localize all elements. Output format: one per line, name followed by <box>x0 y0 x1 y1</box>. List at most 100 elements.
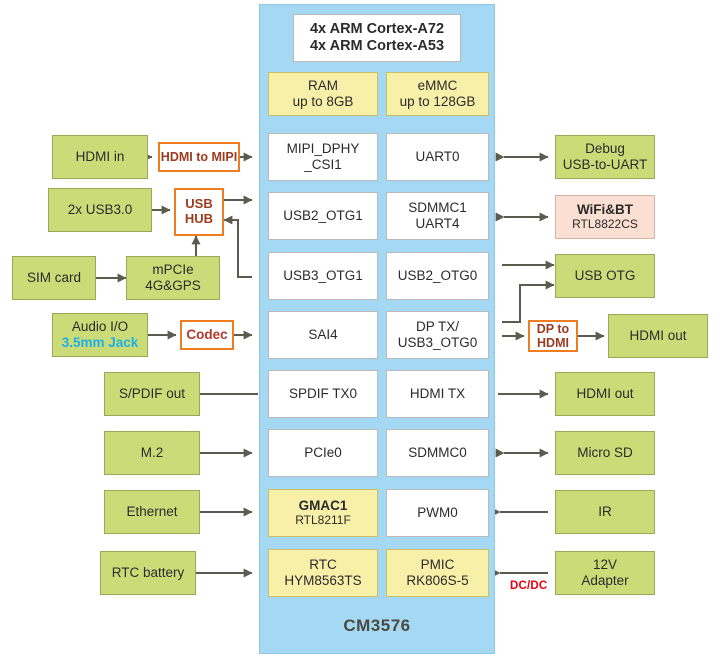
ip-usb2otg1-line-1: USB2_OTG1 <box>283 208 363 224</box>
bridge-codec: Codec <box>180 320 234 350</box>
peripheral-micro-sd: Micro SD <box>555 431 655 475</box>
ip-rtc: RTC HYM8563TS <box>268 549 378 597</box>
peripheral-hdmi-out: HDMI out <box>555 372 655 416</box>
ip-spdif-tx0: SPDIF TX0 <box>268 370 378 418</box>
ip-hdmitx-line-1: HDMI TX <box>409 386 466 402</box>
m2-label: M.2 <box>140 445 164 461</box>
peripheral-hdmi-in: HDMI in <box>52 135 148 179</box>
ip-usb2-otg1: USB2_OTG1 <box>268 192 378 240</box>
ip-uart0: UART0 <box>386 133 489 181</box>
cpu-line-1: 4x ARM Cortex-A72 <box>309 21 445 38</box>
adapter-line-2: Adapter <box>581 573 629 588</box>
ip-sdmmc1-line-2: UART4 <box>415 216 460 231</box>
ip-dptx-line-1: DP TX/ <box>415 319 460 335</box>
ram-line-2: up to 8GB <box>292 94 354 109</box>
peripheral-ethernet: Ethernet <box>104 490 200 534</box>
ip-dptx-usb3-otg0: DP TX/ USB3_OTG0 <box>386 311 489 359</box>
ir-label: IR <box>598 504 612 520</box>
emmc-line-2: up to 128GB <box>399 94 476 109</box>
ip-rtc-line-2: HYM8563TS <box>284 573 362 588</box>
edge-usb3otg1-hub <box>223 215 252 278</box>
bridge-usb-hub: USB HUB <box>174 188 224 236</box>
wifi-bt-line-2: RTL8822CS <box>572 216 638 231</box>
emmc-line-1: eMMC <box>417 78 458 94</box>
hdmi-to-mipi-label: HDMI to MIPI <box>160 149 238 164</box>
ip-uart0-line-1: UART0 <box>415 149 460 165</box>
ip-sai4-line-1: SAI4 <box>308 327 338 343</box>
soc-name-label: CM3576 <box>343 616 411 635</box>
bridge-hdmi-to-mipi: HDMI to MIPI <box>158 142 240 172</box>
ip-gmac1: GMAC1 RTL8211F <box>268 489 378 537</box>
ip-sdmmc1-line-1: SDMMC1 <box>408 200 467 216</box>
ip-sdmmc0-line-1: SDMMC0 <box>408 445 467 461</box>
debug-line-2: USB-to-UART <box>562 157 648 172</box>
peripheral-mpcie: mPCIe 4G&GPS <box>126 256 220 300</box>
peripheral-sim-card: SIM card <box>12 256 96 300</box>
cpu-block: 4x ARM Cortex-A72 4x ARM Cortex-A53 <box>293 14 461 62</box>
ip-mipi-line-1: MIPI_DPHY <box>286 141 360 157</box>
usb-otg-label: USB OTG <box>574 268 636 284</box>
peripheral-wifi-bt: WiFi&BT RTL8822CS <box>555 195 655 239</box>
ip-pcie0-line-1: PCIe0 <box>304 445 342 461</box>
ip-mipi-line-2: _CSI1 <box>304 157 342 172</box>
peripheral-m2: M.2 <box>104 431 200 475</box>
peripheral-rtc-battery: RTC battery <box>100 551 196 595</box>
ip-pmic-line-2: RK806S-5 <box>406 573 469 588</box>
peripheral-spdif-out: S/PDIF out <box>104 372 200 416</box>
ip-usb2otg0-line-1: USB2_OTG0 <box>397 268 478 284</box>
spdif-out-label: S/PDIF out <box>118 386 186 402</box>
usb30-label: 2x USB3.0 <box>67 202 133 218</box>
mpcie-line-1: mPCIe <box>152 262 194 278</box>
emmc-block: eMMC up to 128GB <box>386 72 489 116</box>
ip-usb3otg1-line-1: USB3_OTG1 <box>283 268 363 284</box>
ip-mipi-dphy-csi1: MIPI_DPHY _CSI1 <box>268 133 378 181</box>
codec-label: Codec <box>186 327 228 343</box>
dp-to-hdmi-line-1: DP to <box>536 321 570 336</box>
dcdc-annotation: DC/DC <box>510 580 548 592</box>
ip-pwm0: PWM0 <box>386 489 489 537</box>
hdmi-out-dp-label: HDMI out <box>629 328 687 344</box>
ip-gmac1-line-1: GMAC1 <box>298 498 348 514</box>
ip-usb2-otg0: USB2_OTG0 <box>386 252 489 300</box>
debug-line-1: Debug <box>585 141 625 157</box>
rtc-battery-label: RTC battery <box>111 565 185 581</box>
peripheral-debug-uart: Debug USB-to-UART <box>555 135 655 179</box>
ip-pwm0-line-1: PWM0 <box>417 505 458 521</box>
usb-hub-line-2: HUB <box>184 211 214 226</box>
mpcie-line-2: 4G&GPS <box>145 278 201 293</box>
ip-pmic: PMIC RK806S-5 <box>386 549 489 597</box>
cpu-line-2: 4x ARM Cortex-A53 <box>309 38 445 54</box>
dp-to-hdmi-line-2: HDMI <box>537 336 569 350</box>
peripheral-ir: IR <box>555 490 655 534</box>
ip-sdmmc1-uart4: SDMMC1 UART4 <box>386 192 489 240</box>
audio-io-jack-label: 3.5mm Jack <box>61 335 139 350</box>
hdmi-out-label: HDMI out <box>576 386 634 402</box>
ip-gmac1-line-2: RTL8211F <box>295 512 351 527</box>
ip-usb3-otg1: USB3_OTG1 <box>268 252 378 300</box>
ip-dptx-line-2: USB3_OTG0 <box>397 335 478 350</box>
bridge-dp-to-hdmi: DP to HDMI <box>528 320 578 352</box>
ethernet-label: Ethernet <box>126 504 178 520</box>
adapter-line-1: 12V <box>592 557 618 573</box>
ip-pcie0: PCIe0 <box>268 429 378 477</box>
peripheral-audio-io: Audio I/O 3.5mm Jack <box>52 313 148 357</box>
audio-io-line-1: Audio I/O <box>71 319 129 335</box>
peripheral-hdmi-out-dp: HDMI out <box>608 314 708 358</box>
ip-rtc-line-1: RTC <box>309 557 337 573</box>
usb-hub-line-1: USB <box>185 196 213 212</box>
peripheral-usb-otg: USB OTG <box>555 254 655 298</box>
sim-card-label: SIM card <box>26 270 81 286</box>
ram-line-1: RAM <box>308 78 338 94</box>
ip-spdif-line-1: SPDIF TX0 <box>288 386 358 402</box>
wifi-bt-line-1: WiFi&BT <box>576 202 634 218</box>
peripheral-12v-adapter: 12V Adapter <box>555 551 655 595</box>
ip-sdmmc0: SDMMC0 <box>386 429 489 477</box>
ip-hdmi-tx: HDMI TX <box>386 370 489 418</box>
edge-usb3otg0-usbotg <box>502 280 555 323</box>
ip-sai4: SAI4 <box>268 311 378 359</box>
micro-sd-label: Micro SD <box>577 445 633 461</box>
ram-block: RAM up to 8GB <box>268 72 378 116</box>
hdmi-in-label: HDMI in <box>75 149 125 165</box>
peripheral-usb30: 2x USB3.0 <box>48 188 152 232</box>
